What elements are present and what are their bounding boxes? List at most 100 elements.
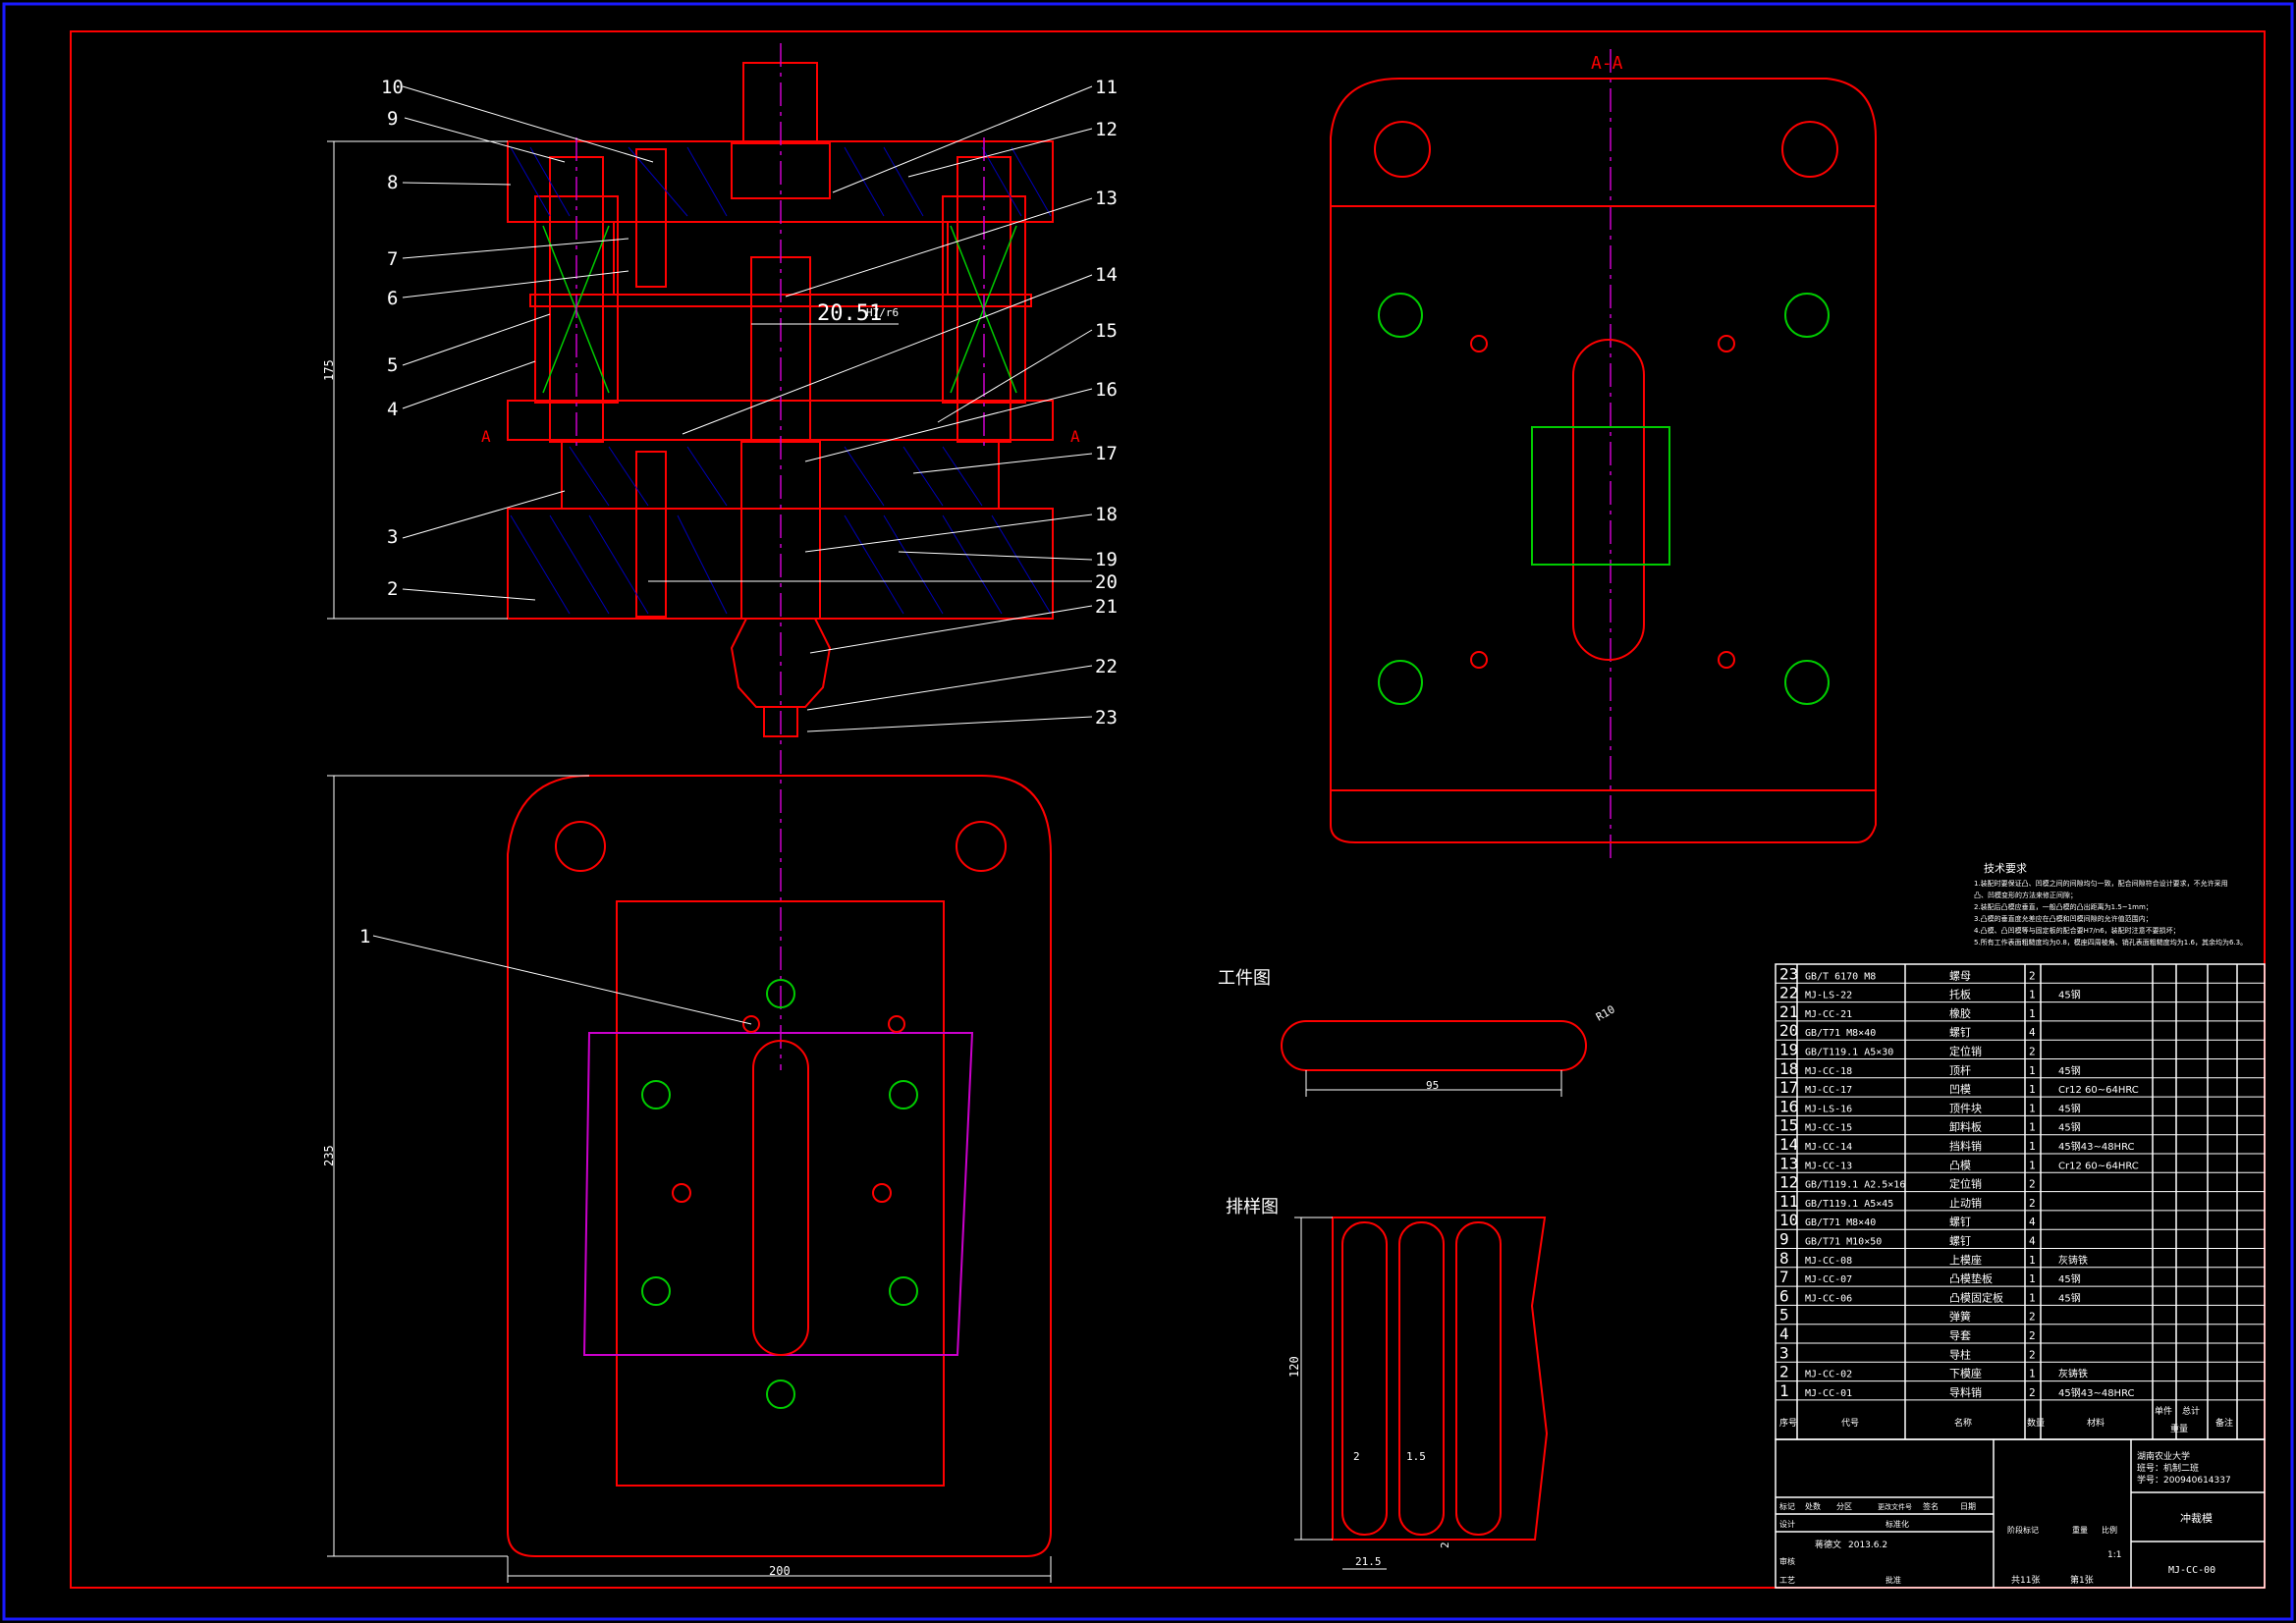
leader-lines — [372, 85, 1093, 1025]
bom-cell-name: 卸料板 — [1949, 1120, 1982, 1134]
tb-school: 湖南农业大学 — [2137, 1450, 2190, 1462]
bom-cell-mat: 45钢43~48HRC — [2058, 1386, 2135, 1399]
balloon-21: 21 — [1095, 596, 1118, 618]
section-marker-left: A — [481, 427, 491, 446]
bom-cell-qty: 1 — [2029, 1064, 2036, 1077]
tech-requirements: 技术要求 1.装配时要保证凸、凹模之间的间隙均匀一致，配合间隙符合设计要求，不允… — [1974, 862, 2247, 947]
tb-class: 班号：机制二班 — [2137, 1462, 2199, 1474]
balloon-12: 12 — [1095, 119, 1118, 140]
bom-header-unit: 单件 — [2155, 1405, 2172, 1417]
bom-cell-qty: 1 — [2029, 1121, 2036, 1134]
balloon-9: 9 — [387, 108, 398, 130]
bom-cell-qty: 4 — [2029, 1235, 2036, 1248]
bom-cell-mat: 45钢 — [2058, 1064, 2081, 1077]
bom-cell-no: 23 — [1779, 964, 1798, 983]
bom-cell-code: GB/T119.1 A5×30 — [1805, 1048, 1893, 1058]
dimension-lines — [327, 140, 1562, 1583]
bom-header-qty: 数量 — [2027, 1417, 2045, 1429]
dim-workpiece-r: R10 — [1594, 1002, 1617, 1023]
dim-fit-tol: H7/r6 — [866, 306, 899, 319]
bom-cell-no: 12 — [1779, 1173, 1798, 1192]
bom-cell-qty: 2 — [2029, 1311, 2036, 1324]
tb-sheet-no: 第1张 — [2070, 1574, 2094, 1586]
tech-line: 2.装配后凸模应垂直，一般凸模的凸出距离为1.5~1mm； — [1974, 902, 2153, 911]
balloon-23: 23 — [1095, 707, 1118, 729]
tb-label-change: 更改文件号 — [1878, 1502, 1912, 1511]
bom-cell-name: 止动销 — [1949, 1196, 1982, 1210]
tech-line: 1.装配时要保证凸、凹模之间的间隙均匀一致，配合间隙符合设计要求，不允许采用 — [1974, 879, 2228, 888]
balloon-15: 15 — [1095, 320, 1118, 342]
dim-gap-2: 2 — [1353, 1450, 1360, 1463]
bom-cell-code: MJ-CC-01 — [1805, 1388, 1852, 1399]
tb-label-review: 审核 — [1779, 1556, 1795, 1566]
bom-cell-name: 凸模 — [1949, 1159, 1971, 1171]
bom-cell-name: 导套 — [1949, 1329, 1971, 1342]
bom-cell-name: 弹簧 — [1949, 1310, 1971, 1324]
bom-cell-name: 橡胶 — [1949, 1006, 1971, 1020]
tb-label-stage: 阶段标记 — [2007, 1525, 2039, 1535]
balloon-20: 20 — [1095, 571, 1118, 593]
bom-cell-qty: 1 — [2029, 1140, 2036, 1153]
bom-cell-name: 螺母 — [1949, 969, 1971, 982]
bom-cell-mat: 45钢43~48HRC — [2058, 1140, 2135, 1153]
bom-cell-mat: 45钢 — [2058, 1272, 2081, 1285]
section-view-a-a — [1330, 78, 1877, 843]
bom-cell-qty: 1 — [2029, 1254, 2036, 1267]
bom-cell-code: GB/T71 M8×40 — [1805, 1028, 1876, 1039]
tb-label-scale: 比例 — [2102, 1525, 2117, 1535]
tb-label-mark: 标记 — [1779, 1501, 1795, 1511]
tb-label-design: 设计 — [1779, 1519, 1795, 1529]
balloon-2: 2 — [387, 578, 398, 600]
bom-cell-mat: Cr12 60~64HRC — [2058, 1161, 2139, 1171]
bom-cell-no: 20 — [1779, 1021, 1798, 1040]
plan-view — [507, 775, 1052, 1557]
bom-cell-code: GB/T 6170 M8 — [1805, 971, 1876, 982]
workpiece-title: 工件图 — [1218, 968, 1271, 989]
tech-title: 技术要求 — [1984, 862, 2027, 875]
bom-cell-no: 14 — [1779, 1135, 1798, 1154]
dim-gap-1-5: 1.5 — [1406, 1450, 1426, 1463]
bom-cell-code: MJ-LS-22 — [1805, 991, 1852, 1001]
tb-student-id: 学号：200940614337 — [2137, 1474, 2231, 1486]
balloon-10: 10 — [381, 77, 404, 98]
bom-cell-code: MJ-CC-21 — [1805, 1009, 1852, 1020]
bom-cell-mat: 45钢 — [2058, 989, 2081, 1001]
bom-cell-no: 11 — [1779, 1192, 1798, 1211]
bom-cell-name: 导柱 — [1949, 1347, 1971, 1361]
balloon-22: 22 — [1095, 656, 1118, 677]
bom-cell-code: MJ-CC-18 — [1805, 1066, 1852, 1077]
bom-cell-qty: 4 — [2029, 1216, 2036, 1228]
bom-cell-no: 2 — [1779, 1363, 1789, 1381]
bom-cell-no: 3 — [1779, 1343, 1789, 1362]
balloon-13: 13 — [1095, 188, 1118, 209]
balloon-11: 11 — [1095, 77, 1118, 98]
bom-cell-no: 21 — [1779, 1002, 1798, 1021]
tb-date: 2013.6.2 — [1848, 1541, 1887, 1550]
bom-cell-code: MJ-LS-16 — [1805, 1104, 1852, 1114]
balloon-18: 18 — [1095, 504, 1118, 525]
bom-header: 序号 代号 名称 数量 材料 单件 总计 重量 备注 — [1779, 1405, 2233, 1434]
dim-width-200: 200 — [769, 1564, 791, 1578]
bom-cell-qty: 1 — [2029, 989, 2036, 1001]
balloon-6: 6 — [387, 288, 398, 309]
bom-cell-name: 挡料销 — [1949, 1139, 1982, 1153]
balloon-4: 4 — [387, 399, 398, 420]
bom-cell-code: MJ-CC-08 — [1805, 1256, 1852, 1267]
tb-label-standard: 标准化 — [1886, 1519, 1909, 1529]
bom-cell-mat: 灰铸铁 — [2058, 1368, 2088, 1380]
bom-cell-name: 导料销 — [1949, 1385, 1982, 1399]
dim-pitch: 21.5 — [1355, 1555, 1382, 1568]
bom-header-mat: 材料 — [2087, 1417, 2105, 1429]
dim-height-235: 235 — [322, 1145, 336, 1166]
section-label: A-A — [1591, 53, 1623, 74]
bom-cell-no: 18 — [1779, 1059, 1798, 1078]
bom-cell-name: 凸模垫板 — [1949, 1271, 1993, 1285]
bom-header-note: 备注 — [2215, 1417, 2233, 1429]
bom-cell-no: 4 — [1779, 1325, 1789, 1343]
bom-cell-qty: 1 — [2029, 1291, 2036, 1304]
bom-cell-qty: 1 — [2029, 1272, 2036, 1285]
bom-cell-qty: 2 — [2029, 1386, 2036, 1399]
tb-drawing-name: 冲裁模 — [2180, 1511, 2213, 1525]
bom-cell-code: GB/T71 M10×50 — [1805, 1237, 1882, 1248]
